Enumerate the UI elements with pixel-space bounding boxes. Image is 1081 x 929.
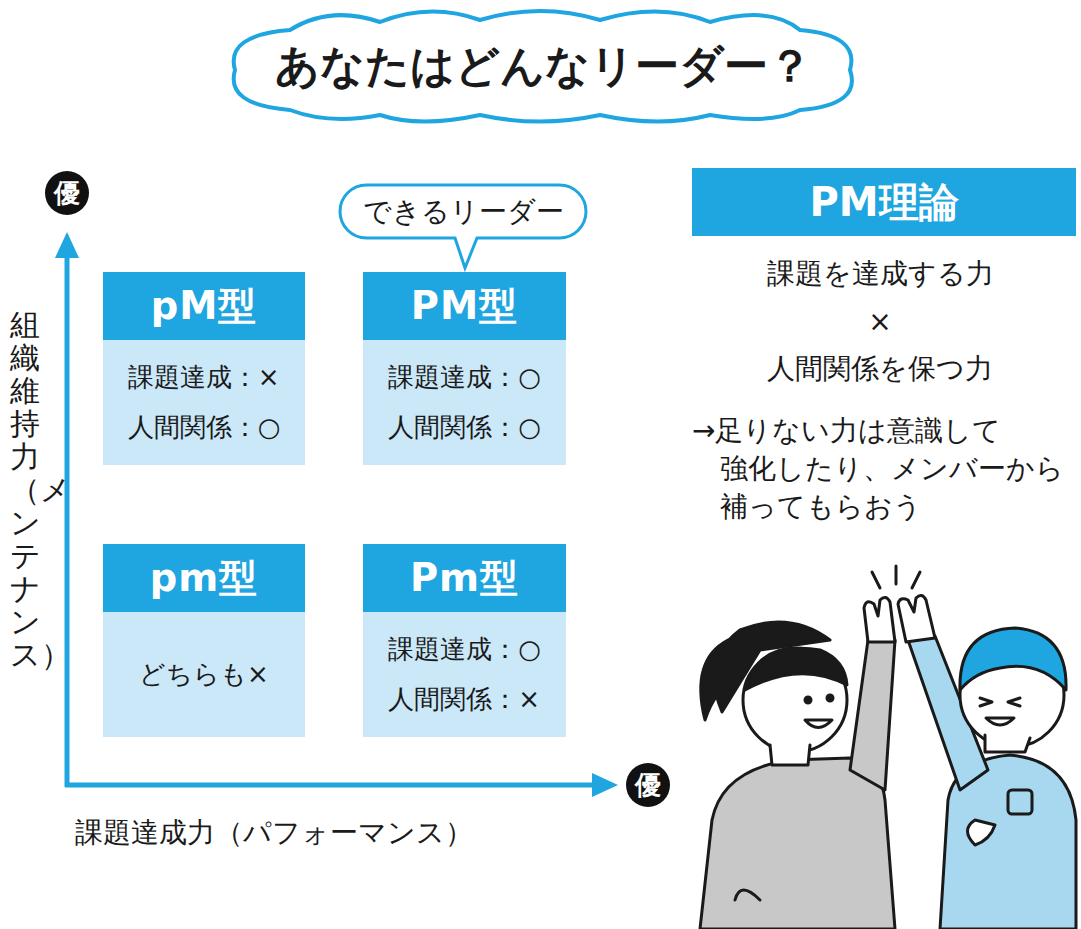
- type-body: 課題達成：○人間関係：○: [363, 340, 566, 465]
- note-line: →足りない力は意識して: [692, 412, 1064, 450]
- type-line: どちらも×: [139, 650, 269, 699]
- axis-high-mark: 優: [54, 176, 80, 211]
- type-body: どちらも×: [103, 612, 305, 737]
- type-lines: 課題達成：○人間関係：○: [388, 353, 541, 452]
- axis-high-mark: 優: [635, 768, 661, 803]
- note-text: →足りない力は意識して 強化したり、メンバーから 補ってもらおう: [692, 412, 1064, 525]
- quad-node: pm型どちらも×: [103, 544, 305, 737]
- type-line: 人間関係：×: [388, 675, 541, 724]
- high-five-illustration: [700, 566, 1076, 929]
- bubble-text: できるリーダー: [363, 193, 564, 231]
- type-line: 人間関係：○: [128, 403, 281, 452]
- type-line: 課題達成：○: [388, 353, 541, 402]
- type-lines: 課題達成：○人間関係：×: [388, 625, 541, 724]
- circle-node: 優: [45, 171, 89, 215]
- title: あなたはどんなリーダー？: [275, 37, 812, 94]
- type-lines: 課題達成：×人間関係：○: [128, 353, 281, 452]
- circle-node: 優: [626, 763, 670, 807]
- type-header: pm型: [103, 544, 305, 612]
- note-line: 強化したり、メンバーから: [692, 450, 1064, 488]
- quad-node: Pm型課題達成：○人間関係：×: [363, 544, 566, 737]
- quad-node: pM型課題達成：×人間関係：○: [103, 272, 305, 465]
- type-line: 人間関係：○: [388, 403, 541, 452]
- type-header: PM型: [363, 272, 566, 340]
- label-text: ×: [868, 304, 891, 340]
- title-cloud: [234, 11, 852, 122]
- bubble-node: できるリーダー: [338, 183, 588, 240]
- type-line: 課題達成：○: [388, 625, 541, 674]
- axes: [55, 232, 618, 797]
- band-node: PM理論: [692, 168, 1076, 236]
- type-body: 課題達成：○人間関係：×: [363, 612, 566, 737]
- label-text: 課題達成力（パフォーマンス）: [75, 815, 473, 851]
- note-line: 補ってもらおう: [692, 488, 1064, 526]
- type-body: 課題達成：×人間関係：○: [103, 340, 305, 465]
- quad-node: PM型課題達成：○人間関係：○: [363, 272, 566, 465]
- type-header: pM型: [103, 272, 305, 340]
- type-line: 課題達成：×: [128, 353, 281, 402]
- label-text: 課題を達成する力: [767, 256, 994, 292]
- label-text: 人間関係を保つ力: [767, 351, 993, 387]
- axis-label-vertical: 組織維持力（メンテナンス）: [10, 308, 40, 671]
- type-header: Pm型: [363, 544, 566, 612]
- type-lines: どちらも×: [139, 650, 269, 699]
- bubble-shape: [340, 185, 586, 268]
- band-text: PM理論: [809, 175, 958, 230]
